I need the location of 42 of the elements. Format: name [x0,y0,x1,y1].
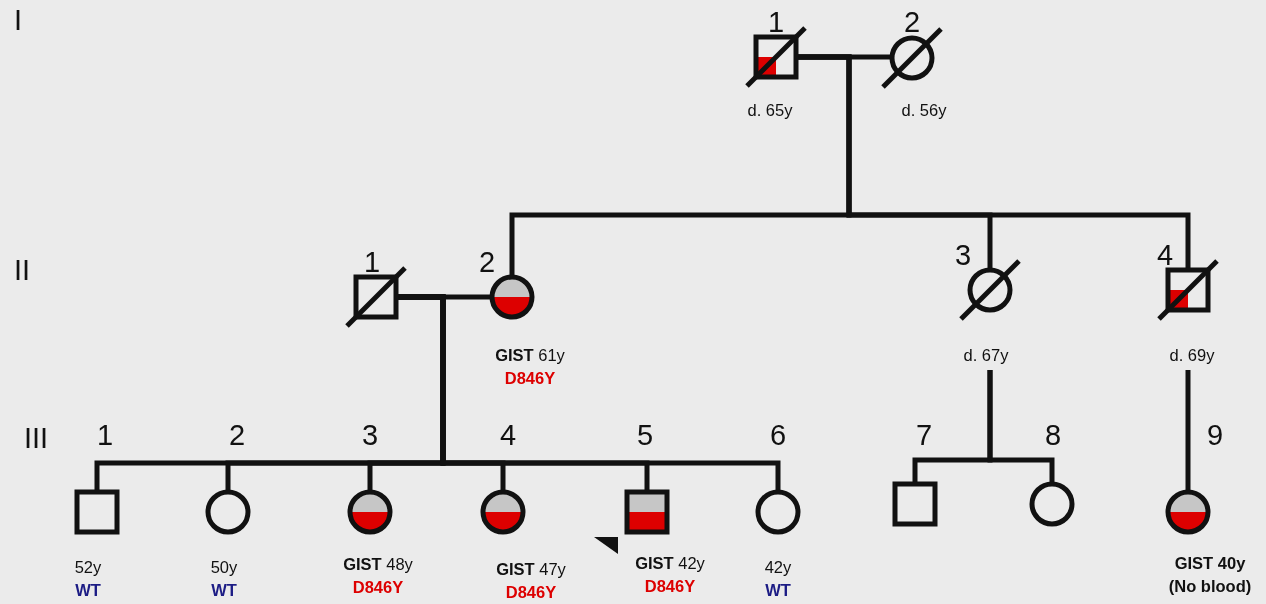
age-note: d. 69y [1169,345,1215,366]
mutation-status: WT [765,580,791,601]
mutation-status: WT [211,580,237,601]
age-note: GIST 40y [1174,553,1246,574]
mutation-status: (No blood) [1168,576,1252,597]
individual-number: 8 [1044,419,1062,451]
descent-line [1185,370,1191,492]
individual-number: 2 [903,6,921,38]
individual-number: 5 [636,419,654,451]
individual-number: 1 [767,6,785,38]
individual-number: 3 [361,419,379,451]
generation-label: II [14,254,31,286]
generation-label: I [14,4,23,36]
age-note: d. 56y [901,100,947,121]
age-note: 52y [74,557,102,578]
individual-number: 2 [478,246,496,278]
mutation-status: D846Y [504,368,556,389]
age-note: d. 67y [963,345,1009,366]
age-note: 42y [764,557,792,578]
mutation-status: D846Y [505,582,557,603]
age-note: d. 65y [747,100,793,121]
descent-line [396,294,781,492]
mutation-status: D846Y [644,576,696,597]
mutation-status: D846Y [352,577,404,598]
generation-label: III [24,422,49,454]
descent-line [796,54,1191,270]
mutation-status: WT [75,580,101,601]
individual-number: 4 [1156,239,1174,271]
individual-number: 7 [915,419,933,451]
age-note: GIST 48y [343,554,413,575]
individual-number: 1 [96,419,114,451]
descent-line [987,370,1055,484]
age-note: 50y [210,557,238,578]
individual-number: 9 [1206,419,1224,451]
individual-number: 6 [769,419,787,451]
age-note: GIST 47y [496,559,566,580]
age-note: GIST 61y [495,345,565,366]
individual-number: 2 [228,419,246,451]
individual-number: 4 [499,419,517,451]
individual-number: 3 [954,239,972,271]
individual-number: 1 [363,246,381,278]
age-note: GIST 42y [635,553,705,574]
